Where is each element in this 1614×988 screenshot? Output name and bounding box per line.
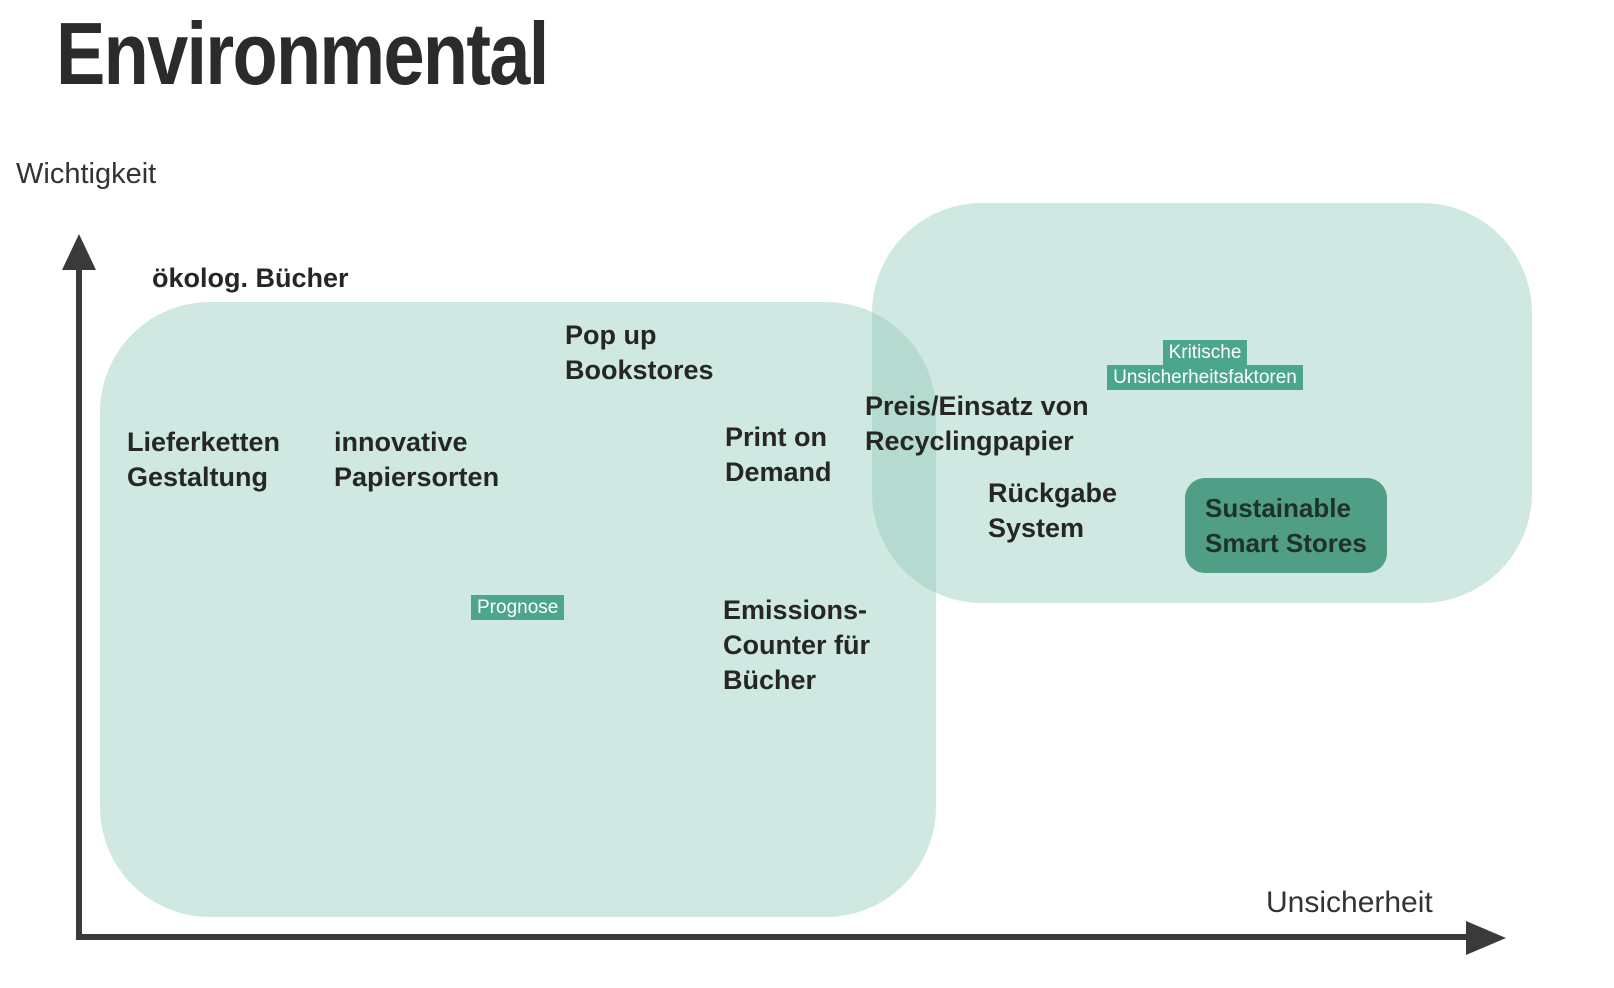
item-pop-up-bookstores[interactable]: Pop up Bookstores — [565, 320, 714, 385]
item-print-on-demand[interactable]: Print on Demand — [725, 422, 832, 487]
x-axis-label: Unsicherheit — [1266, 886, 1433, 919]
x-axis-arrow-icon — [1466, 921, 1506, 955]
item-preis-einsatz-recyclingpapier[interactable]: Preis/Einsatz von Recyclingpapier — [865, 391, 1089, 456]
badge-kritische-unsicherheitsfaktoren[interactable]: Kritische Unsicherheitsfaktoren — [1025, 340, 1385, 390]
item-rueckgabe-system[interactable]: Rückgabe System — [988, 478, 1118, 543]
badge-kritische-label: Kritische Unsicherheitsfaktoren — [1107, 340, 1303, 390]
y-axis-arrow-icon — [62, 234, 96, 270]
card-sustainable-smart-stores[interactable]: Sustainable Smart Stores — [1185, 478, 1387, 573]
badge-prognose-label: Prognose — [471, 595, 565, 620]
item-emissions-counter[interactable]: Emissions- Counter für Bücher — [723, 595, 870, 695]
item-lieferketten-gestaltung[interactable]: Lieferketten Gestaltung — [127, 427, 281, 492]
item-innovative-papiersorten[interactable]: innovative Papiersorten — [334, 427, 500, 492]
y-axis-line — [76, 256, 82, 938]
x-axis-line — [76, 934, 1474, 940]
y-axis-label: Wichtigkeit — [16, 158, 157, 190]
badge-prognose[interactable]: Prognose — [471, 595, 591, 620]
page-title: Environmental — [56, 4, 549, 103]
item-okolog-buecher[interactable]: ökolog. Bücher — [152, 263, 349, 293]
